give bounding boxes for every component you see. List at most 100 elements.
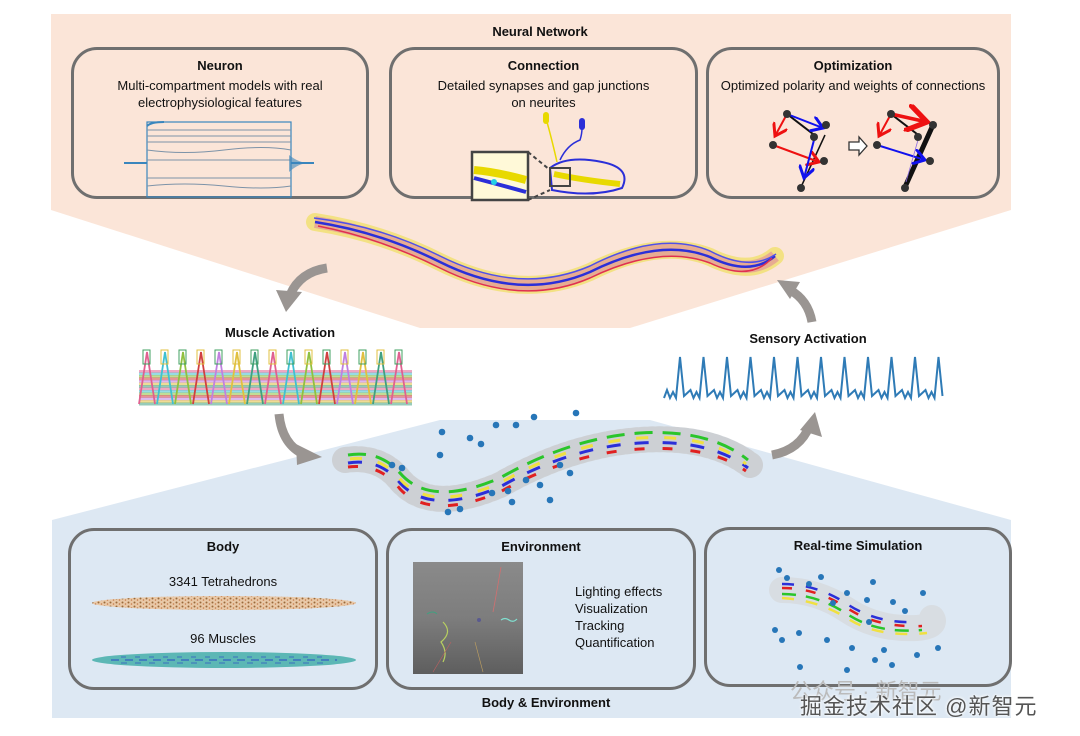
particle-dot (890, 599, 896, 605)
muscle-trace-box (394, 349, 403, 365)
particle-dot (797, 664, 803, 670)
muscle-trace-box (286, 349, 295, 365)
particle-dot (536, 481, 544, 489)
transform-arrow-icon (848, 135, 868, 157)
muscle-trace-band (139, 375, 412, 378)
muscle-trace-peak (372, 351, 390, 405)
optimization-desc-line-1: Optimized polarity and weights of connec… (720, 78, 986, 93)
muscle-trace-box (232, 349, 241, 365)
muscle-trace-peak (210, 351, 228, 405)
body-worm-image (332, 409, 763, 516)
muscle-trace-peak (354, 351, 372, 405)
feature-quantification: Quantification (575, 635, 655, 650)
neuron-desc-line-1: Multi-compartment models with real (117, 78, 323, 93)
environment-card-title: Environment (501, 539, 581, 554)
connection-graph-icon (769, 110, 937, 192)
particle-dot (444, 508, 452, 516)
arrow-to-network-icon (777, 280, 817, 323)
muscle-trace-box (250, 349, 259, 365)
particle-dot (477, 440, 485, 448)
particle-dot (844, 667, 850, 673)
muscle-trace-peak (192, 351, 210, 405)
neuron-card: Neuron Multi-compartment models with rea… (71, 47, 369, 199)
connection-desc-line-1: Detailed synapses and gap junctions (437, 78, 650, 93)
muscle-activation-label: Muscle Activation (224, 325, 336, 340)
particle-dot (806, 581, 812, 587)
particle-dot (796, 630, 802, 636)
environment-render-image (413, 562, 523, 674)
neuron-card-description: Multi-compartment models with real elect… (74, 77, 366, 111)
sensory-trace-line (663, 356, 944, 402)
real-time-simulation-title: Real-time Simulation (793, 538, 923, 553)
neuron-card-title: Neuron (197, 58, 243, 73)
muscle-trace-peak (318, 351, 336, 405)
particle-dot (935, 645, 941, 651)
arrow-to-muscle-icon (276, 263, 328, 312)
body-environment-panel (52, 420, 1011, 718)
neural-worm-image (306, 213, 784, 294)
particle-dot (456, 505, 464, 513)
particle-dot (398, 464, 406, 472)
connection-card: Connection Detailed synapses and gap jun… (389, 47, 698, 202)
particle-dot (776, 567, 782, 573)
particle-dot (889, 662, 895, 668)
neuron-desc-line-2: electrophysiological features (137, 95, 303, 110)
muscle-trace-box (214, 349, 223, 365)
connection-card-title: Connection (507, 58, 580, 73)
particle-dot (779, 637, 785, 643)
particle-dot (830, 600, 836, 606)
particle-dot (920, 590, 926, 596)
body-card-title: Body (206, 539, 240, 554)
muscle-trace-box (322, 349, 331, 365)
particle-dot (772, 627, 778, 633)
optimization-card: Optimization Optimized polarity and weig… (706, 47, 1000, 199)
arrow-to-body-icon (274, 413, 322, 465)
environment-card: Environment Lighting effects Visualizati… (386, 528, 696, 690)
muscle-trace-box (268, 349, 277, 365)
particle-dot (844, 590, 850, 596)
feature-visualization: Visualization (575, 601, 648, 616)
body-card: Body 3341 Tetrahedrons 96 Muscles (68, 528, 378, 690)
particle-dot (902, 608, 908, 614)
muscle-trace-peak (174, 351, 192, 405)
muscle-trace-band (139, 395, 412, 398)
body-environment-title: Body & Environment (481, 695, 611, 710)
particle-dot (824, 637, 830, 643)
particle-dot (914, 652, 920, 658)
watermark: 掘金技术社区 @新智元 (800, 694, 1038, 719)
synapse-neurite-icon (470, 112, 626, 202)
optimization-card-description: Optimized polarity and weights of connec… (709, 77, 997, 94)
muscles-label: 96 Muscles (190, 631, 256, 646)
particle-dot (566, 469, 574, 477)
muscle-trace-peak (282, 351, 300, 405)
muscle-trace-band (139, 397, 412, 401)
tetrahedron-mesh-image (92, 596, 356, 610)
muscle-trace-box (376, 349, 385, 365)
sensory-activation-label: Sensory Activation (749, 331, 867, 346)
particle-dot (522, 476, 530, 484)
particle-dot (556, 461, 564, 469)
muscle-trace-band (139, 382, 412, 386)
muscle-trace-peak (156, 351, 174, 405)
muscle-activation-plot (138, 349, 412, 406)
watermark-faint: 公众号 · 新智元 (790, 679, 942, 704)
environment-features-list: Lighting effects Visualization Tracking … (575, 583, 662, 651)
voltage-traces-icon (124, 121, 314, 198)
muscle-trace-band (139, 402, 412, 406)
muscle-trace-peak (138, 351, 156, 405)
particle-dot (784, 575, 790, 581)
muscle-trace-band (139, 380, 412, 383)
connection-card-description: Detailed synapses and gap junctions on n… (392, 77, 695, 111)
muscle-trace-box (178, 349, 187, 365)
graph-before (769, 110, 830, 192)
muscle-trace-band (139, 392, 412, 396)
muscle-trace-peak (264, 351, 282, 405)
particle-dot (864, 597, 870, 603)
particle-dot (572, 409, 580, 417)
sensory-activation-plot (663, 356, 944, 402)
particle-dot (438, 428, 446, 436)
arrow-to-sensory-icon (771, 412, 822, 460)
particle-dot (530, 413, 538, 421)
muscle-trace-box (358, 349, 367, 365)
